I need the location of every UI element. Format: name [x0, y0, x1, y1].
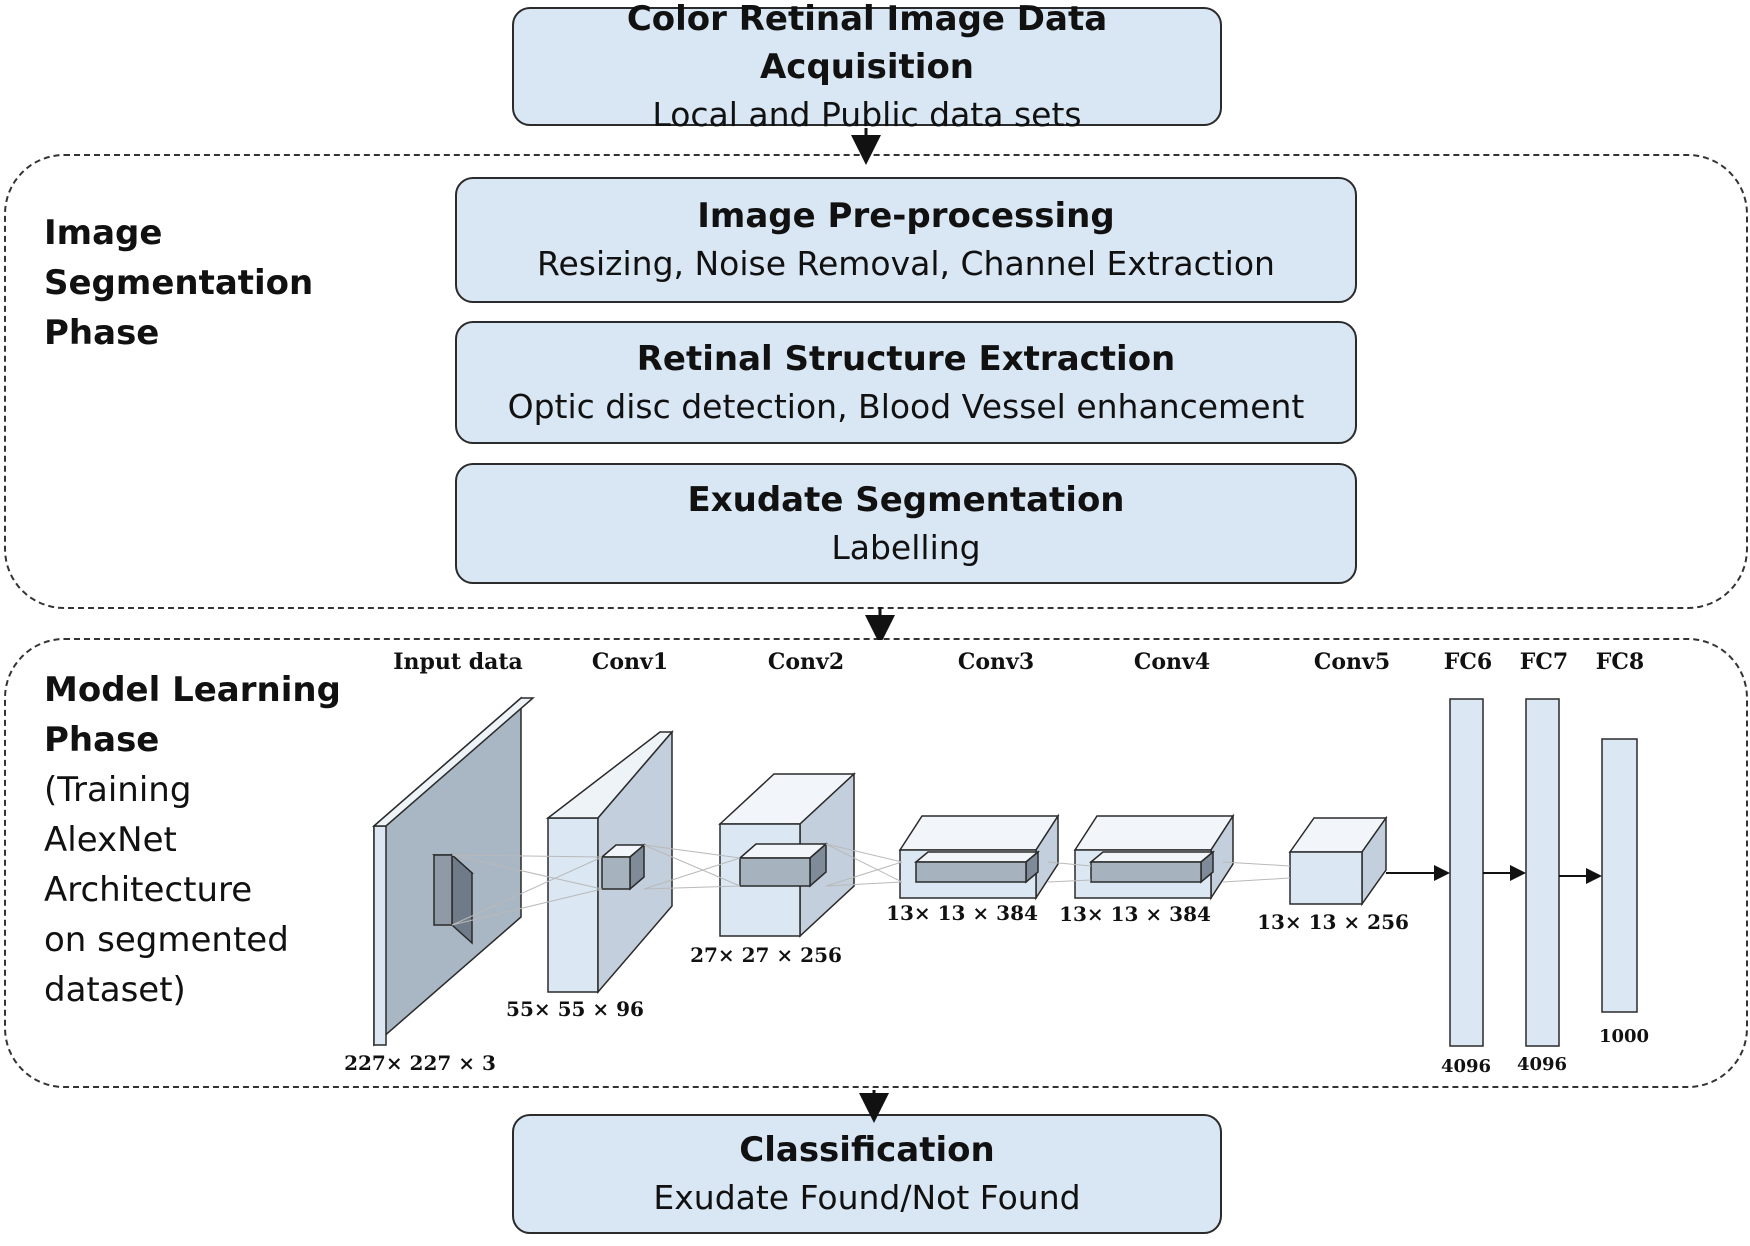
acquisition-subtitle: Local and Public data sets	[652, 94, 1082, 134]
layer-dims-fc7: 4096	[1517, 1054, 1567, 1075]
layer-name-fc6: FC6	[1444, 649, 1492, 675]
learning-label-line: Architecture	[44, 870, 253, 910]
acquisition-title: Color Retinal Image Data Acquisition	[626, 0, 1108, 87]
segmentation-label-line: Image	[44, 213, 163, 253]
layer-name-fc7: FC7	[1520, 649, 1568, 675]
layer-dims-conv1: 55× 55 × 96	[506, 997, 644, 1021]
preprocessing-subtitle: Resizing, Noise Removal, Channel Extract…	[537, 244, 1275, 283]
layer-dims-input-data: 227× 227 × 3	[344, 1051, 496, 1075]
structure-extraction-subtitle: Optic disc detection, Blood Vessel enhan…	[507, 386, 1305, 426]
input-kernel-front	[433, 854, 453, 926]
input-slab-edge	[373, 825, 387, 1046]
input-slab-top	[371, 697, 536, 827]
connection-line	[451, 888, 603, 926]
conv5-block-front	[1289, 851, 1363, 905]
structure-extraction-box: Retinal Structure Extraction Optic disc …	[455, 321, 1357, 444]
layer-dims-fc6: 4096	[1441, 1056, 1491, 1077]
fc8-column	[1601, 738, 1638, 1013]
connection-line	[825, 843, 903, 883]
layer-dims-conv2: 27× 27 × 256	[690, 943, 842, 967]
connection-line	[643, 857, 741, 890]
segmentation-label-line: Phase	[44, 313, 160, 353]
exudate-segmentation-subtitle: Labelling	[831, 527, 981, 567]
connection-line	[825, 861, 903, 887]
learning-label-line: Phase	[44, 720, 160, 760]
conv3-block-top	[898, 815, 1060, 851]
fc6-column	[1449, 698, 1484, 1047]
conv1-front	[547, 817, 599, 993]
preprocessing-box: Image Pre-processing Resizing, Noise Rem…	[455, 177, 1357, 303]
layer-dims-fc8: 1000	[1599, 1026, 1649, 1047]
segmentation-phase-label: Image Segmentation Phase	[44, 208, 313, 358]
learning-label-line: AlexNet	[44, 820, 177, 860]
conv3-kernel-top	[913, 851, 1041, 863]
layer-name-conv5: Conv5	[1314, 649, 1390, 675]
connection-line	[643, 844, 741, 887]
conv3-kernel-front	[915, 861, 1027, 883]
conv4-block-top	[1073, 815, 1235, 851]
layer-dims-conv4: 13× 13 × 384	[1059, 902, 1211, 926]
connection-line	[643, 885, 741, 890]
structure-extraction-title: Retinal Structure Extraction	[636, 338, 1176, 379]
layer-name-input-data: Input data	[393, 649, 523, 675]
connection-line	[451, 854, 603, 858]
conv4-kernel-top	[1088, 851, 1216, 863]
connection-line	[1222, 861, 1291, 867]
connection-line	[825, 843, 903, 863]
fc7-column	[1525, 698, 1560, 1047]
connection-line	[451, 854, 603, 890]
exudate-segmentation-box: Exudate Segmentation Labelling	[455, 463, 1357, 584]
classification-title: Classification	[739, 1130, 995, 1170]
connection-line	[451, 856, 603, 926]
connection-line	[1047, 861, 1092, 867]
layer-name-conv2: Conv2	[768, 649, 844, 675]
acquisition-box: Color Retinal Image Data Acquisition Loc…	[512, 0, 1222, 134]
connection-line	[1047, 879, 1092, 883]
conv4-kernel-front	[1090, 861, 1202, 883]
segmentation-label-line: Segmentation	[44, 263, 314, 303]
connection-line	[643, 844, 741, 859]
layer-name-conv3: Conv3	[958, 649, 1034, 675]
alexnet-architecture: Input data Conv1 Conv2 Conv3 Conv4 Conv5 FC6 FC…	[344, 649, 1649, 1077]
connection-line	[1222, 877, 1291, 883]
connection-line	[825, 881, 903, 887]
learning-label-line: Model Learning	[44, 670, 341, 710]
layer-name-fc8: FC8	[1596, 649, 1644, 675]
classification-subtitle: Exudate Found/Not Found	[653, 1178, 1081, 1217]
learning-label-line: dataset)	[44, 970, 186, 1010]
preprocessing-title: Image Pre-processing	[697, 196, 1115, 236]
learning-label-line: (Training	[44, 770, 192, 810]
exudate-segmentation-title: Exudate Segmentation	[687, 479, 1125, 520]
conv1-kernel-front	[601, 856, 631, 890]
layer-dims-conv5: 13× 13 × 256	[1257, 910, 1409, 934]
learning-phase-label: Model Learning Phase (Training AlexNet A…	[44, 665, 341, 1015]
layer-dims-conv3: 13× 13 × 384	[886, 901, 1038, 925]
learning-label-line: on segmented	[44, 920, 289, 960]
layer-name-conv4: Conv4	[1134, 649, 1210, 675]
layer-name-conv1: Conv1	[592, 649, 668, 675]
conv2-kernel-front	[739, 857, 811, 887]
classification-box: Classification Exudate Found/Not Found	[512, 1114, 1222, 1234]
